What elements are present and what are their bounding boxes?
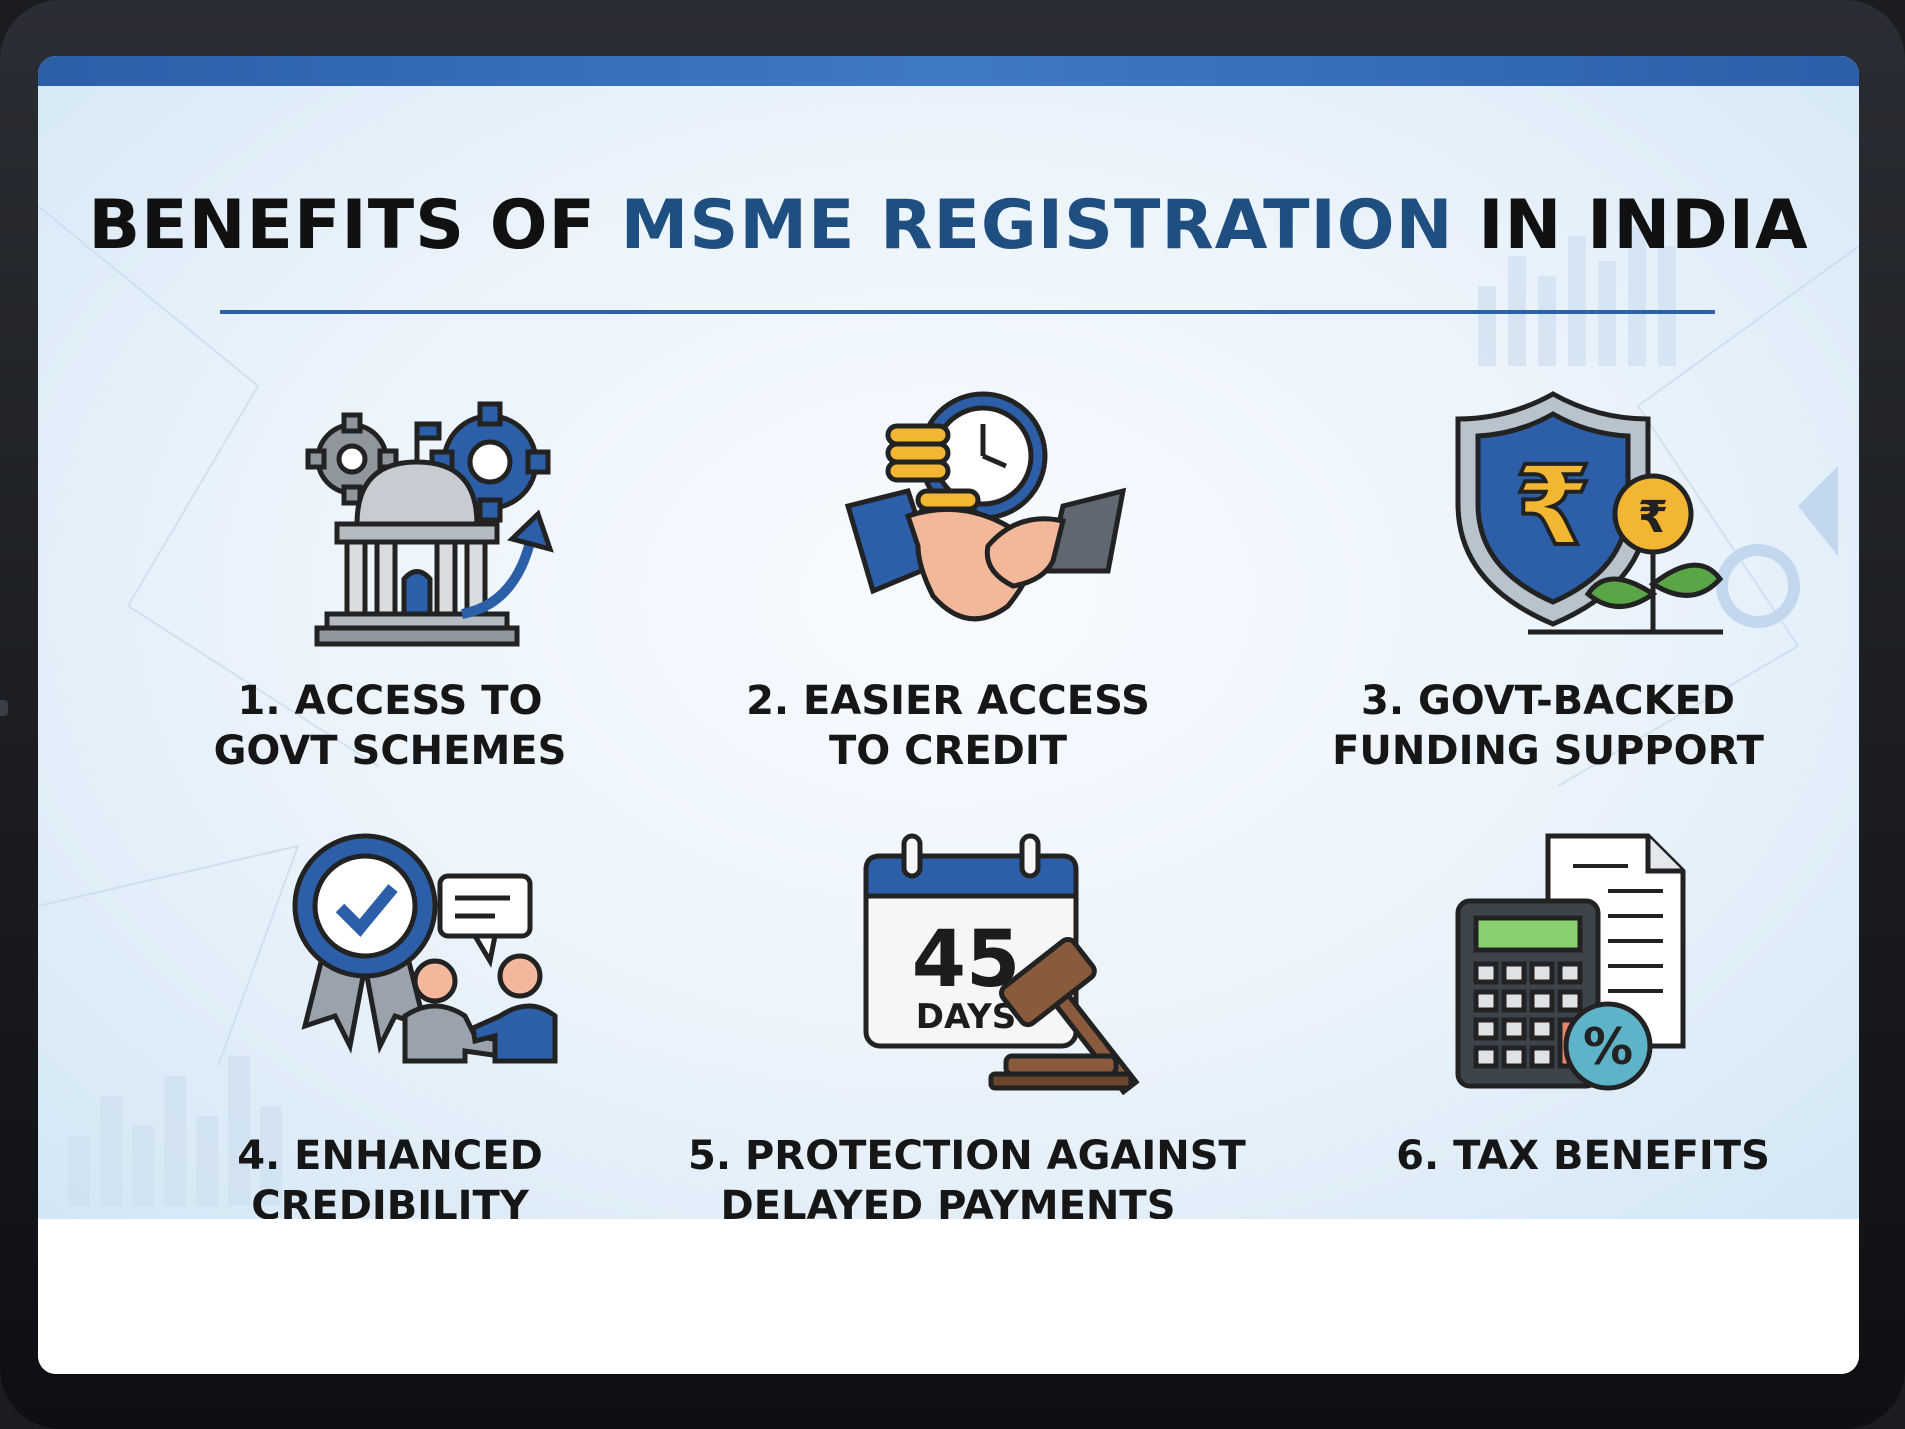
benefit-line-2a: 2. EASIER ACCESS — [746, 678, 1150, 724]
calendar-gavel-icon: 45 DAYS — [863, 833, 1140, 1096]
background-decoration — [38, 205, 1859, 1206]
benefit-label-4: 4. ENHANCED CREDIBILITY — [130, 1131, 650, 1219]
title-highlight: MSME REGISTRATION — [620, 186, 1454, 265]
benefit-line-3a: 3. GOVT-BACKED — [1360, 678, 1735, 724]
benefit-label-3: 3. GOVT-BACKED FUNDING SUPPORT — [1288, 676, 1808, 776]
benefit-line-3b: FUNDING SUPPORT — [1332, 728, 1764, 774]
tablet-side-button — [0, 700, 8, 716]
benefit-label-5: 5. PROTECTION AGAINST DELAYED PAYMENTS — [688, 1131, 1246, 1219]
benefit-line-6a: 6. TAX BENEFITS — [1396, 1133, 1770, 1179]
tablet-screen: BENEFITS OF MSME REGISTRATION IN INDIA — [38, 56, 1859, 1374]
benefit-line-1a: 1. ACCESS TO — [237, 678, 543, 724]
infographic-panel: BENEFITS OF MSME REGISTRATION IN INDIA — [38, 86, 1859, 1219]
government-building-gears-icon — [305, 401, 554, 647]
benefit-line-5b: DELAYED PAYMENTS — [720, 1183, 1176, 1219]
benefit-label-1: 1. ACCESS TO GOVT SCHEMES — [130, 676, 650, 776]
benefit-label-6: 6. TAX BENEFITS — [1323, 1131, 1843, 1181]
benefit-line-4b: CREDIBILITY — [251, 1183, 529, 1219]
top-accent-bar — [38, 56, 1859, 86]
benefit-line-2b: TO CREDIT — [828, 728, 1068, 774]
blank-bottom-panel — [38, 1219, 1859, 1374]
certificate-badge-people-icon — [292, 833, 558, 1064]
benefit-line-5a: 5. PROTECTION AGAINST — [688, 1133, 1246, 1179]
title-part-1: BENEFITS OF — [88, 186, 621, 265]
handshake-coins-clock-icon — [844, 391, 1127, 622]
calculator-document-percent-icon: % — [1455, 833, 1686, 1091]
calendar-unit: DAYS — [916, 997, 1016, 1037]
benefit-label-2: 2. EASIER ACCESS TO CREDIT — [688, 676, 1208, 776]
benefit-line-1b: GOVT SCHEMES — [213, 728, 567, 774]
title-underline — [220, 310, 1715, 314]
rupee-shield-plant-icon: ₹ ₹ — [1455, 391, 1724, 635]
page-title: BENEFITS OF MSME REGISTRATION IN INDIA — [38, 186, 1859, 265]
benefit-line-4a: 4. ENHANCED — [237, 1133, 543, 1179]
svg-text:%: % — [1583, 1018, 1633, 1076]
svg-text:₹: ₹ — [1515, 442, 1592, 570]
svg-text:₹: ₹ — [1638, 492, 1669, 543]
title-part-2: IN INDIA — [1453, 186, 1809, 265]
